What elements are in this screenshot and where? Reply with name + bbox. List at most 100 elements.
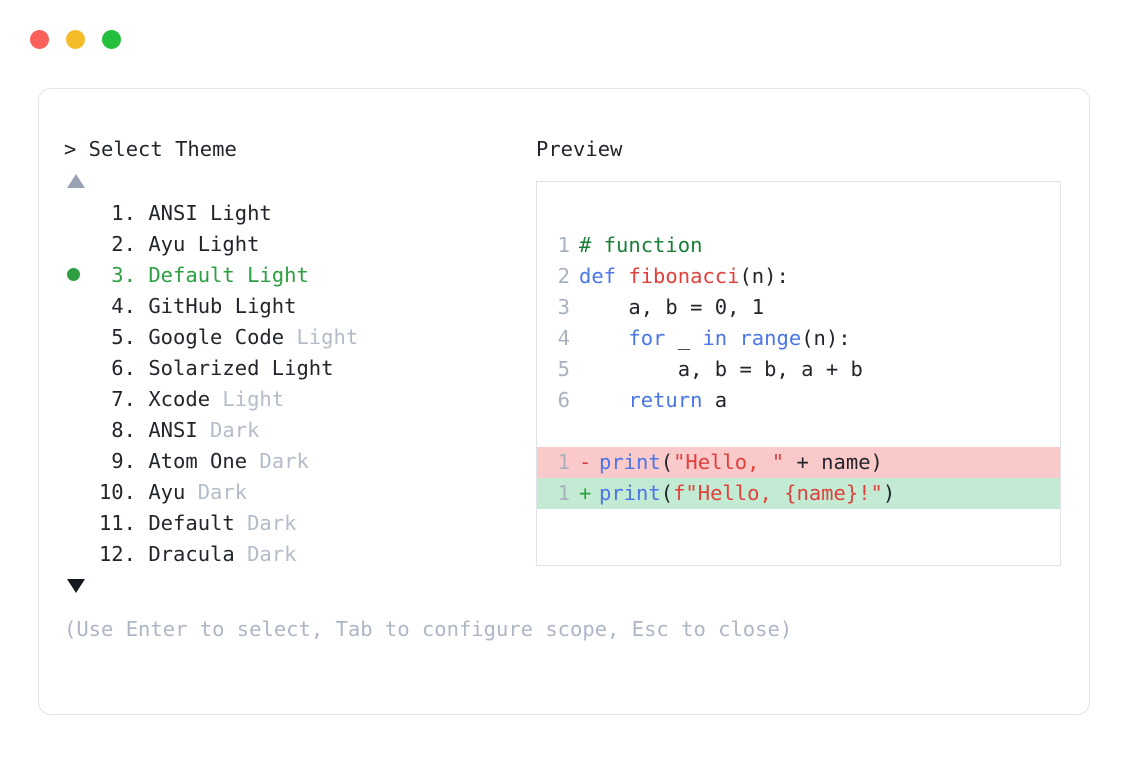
theme-list-item[interactable]: 2. Ayu Light <box>64 229 534 260</box>
code-line: 3 a, b = 0, 1 <box>537 292 1060 323</box>
code-line-number: 4 <box>557 326 570 350</box>
diff-sample: 1-print("Hello, " + name)1+print(f"Hello… <box>537 447 1060 509</box>
diff-line-text: print("Hello, " + name) <box>599 447 883 478</box>
theme-item-name: Default <box>148 511 235 535</box>
terminal-window: > Select Theme 1. ANSI Light 2. Ayu Ligh… <box>38 88 1090 715</box>
theme-item-variant: Light <box>222 294 297 318</box>
scroll-up-indicator[interactable] <box>64 165 534 196</box>
theme-item-variant: Dark <box>247 449 309 473</box>
code-token: for <box>628 326 666 350</box>
theme-item-number: 5. <box>98 325 136 349</box>
theme-item-number: 4. <box>98 294 136 318</box>
scroll-down-indicator[interactable] <box>64 570 534 601</box>
theme-item-gap <box>136 198 148 229</box>
theme-item-name: Xcode <box>148 387 211 411</box>
diff-line-text: print(f"Hello, {name}!") <box>599 478 895 509</box>
code-line: 6 return a <box>537 385 1060 416</box>
theme-list-item[interactable]: 11. Default Dark <box>64 508 534 539</box>
code-token: print <box>599 481 661 505</box>
code-token: + name) <box>784 450 883 474</box>
theme-list-item[interactable]: 12. Dracula Dark <box>64 539 534 570</box>
code-line-text: for _ in range(n): <box>579 323 851 354</box>
minimize-window-button[interactable] <box>66 30 85 49</box>
theme-list-item[interactable]: 6. Solarized Light <box>64 353 534 384</box>
select-theme-prompt: > Select Theme <box>64 137 237 161</box>
theme-item-variant: Light <box>284 325 359 349</box>
theme-item-number: 9. <box>98 449 136 473</box>
code-line-text: def fibonacci(n): <box>579 261 789 292</box>
theme-item-variant: Dark <box>234 511 297 535</box>
theme-list: 1. ANSI Light 2. Ayu Light 3. Default Li… <box>64 198 534 570</box>
code-line: 2 def fibonacci(n): <box>537 261 1060 292</box>
theme-item-gap <box>136 539 148 570</box>
code-line: 5 a, b = b, a + b <box>537 354 1060 385</box>
theme-list-item[interactable]: 9. Atom One Dark <box>64 446 534 477</box>
window-titlebar <box>30 30 121 49</box>
code-token: ( <box>660 481 674 505</box>
theme-item-variant: Light <box>210 387 285 411</box>
theme-item-variant: Dark <box>234 542 297 566</box>
code-line-number: 6 <box>557 388 570 412</box>
theme-item-gap <box>136 415 148 446</box>
diff-marker: - <box>579 450 592 474</box>
theme-item-number: 12. <box>98 542 136 566</box>
code-token: fibonacci <box>628 264 740 288</box>
theme-item-number: 11. <box>98 511 136 535</box>
code-line-text: a, b = b, a + b <box>579 354 863 385</box>
theme-item-gap <box>136 384 148 415</box>
theme-item-name: Dracula <box>148 542 235 566</box>
code-line-number: 5 <box>557 357 570 381</box>
theme-item-name: Google Code <box>148 325 285 349</box>
code-token: 0 <box>714 295 728 319</box>
maximize-window-button[interactable] <box>102 30 121 49</box>
theme-item-name: Ayu <box>148 232 186 256</box>
code-token: (n): <box>739 264 789 288</box>
theme-list-item[interactable]: 8. ANSI Dark <box>64 415 534 446</box>
diff-line-add: 1+print(f"Hello, {name}!") <box>537 478 1060 509</box>
theme-list-item[interactable]: 1. ANSI Light <box>64 198 534 229</box>
theme-list-item[interactable]: 5. Google Code Light <box>64 322 534 353</box>
theme-item-name: Ayu <box>148 480 186 504</box>
theme-item-number: 1. <box>98 201 136 225</box>
code-line-text: a, b = 0, 1 <box>579 292 764 323</box>
diff-line-del: 1-print("Hello, " + name) <box>537 447 1060 478</box>
theme-item-gap <box>136 260 148 291</box>
theme-item-name: ANSI <box>148 418 198 442</box>
theme-item-gap <box>136 477 148 508</box>
triangle-up-icon <box>67 174 85 188</box>
theme-list-item[interactable]: 4. GitHub Light <box>64 291 534 322</box>
keyboard-hint: (Use Enter to select, Tab to configure s… <box>64 617 793 641</box>
code-token: def <box>579 264 629 288</box>
theme-item-gap <box>136 229 148 260</box>
close-window-button[interactable] <box>30 30 49 49</box>
code-token: "Hello, " <box>673 450 785 474</box>
code-token: ( <box>660 450 674 474</box>
theme-item-variant: Light <box>197 201 272 225</box>
theme-item-number: 8. <box>98 418 136 442</box>
theme-list-item[interactable]: 7. Xcode Light <box>64 384 534 415</box>
theme-list-item[interactable]: 10. Ayu Dark <box>64 477 534 508</box>
theme-item-number: 6. <box>98 356 136 380</box>
code-line: 4 for _ in range(n): <box>537 323 1060 354</box>
theme-item-gap <box>136 508 148 539</box>
code-token: _ <box>665 326 703 350</box>
theme-item-number: 7. <box>98 387 136 411</box>
code-token: # function <box>579 233 703 257</box>
theme-item-number: 10. <box>98 480 136 504</box>
selected-bullet-icon <box>67 268 80 281</box>
code-line-number: 2 <box>557 264 570 288</box>
theme-item-gap <box>136 291 148 322</box>
code-line: 1# function <box>537 230 1060 261</box>
theme-item-name: Solarized <box>148 356 260 380</box>
theme-list-item[interactable]: 3. Default Light <box>64 260 534 291</box>
theme-item-name: Default <box>148 263 235 287</box>
code-token: print <box>599 450 661 474</box>
code-token: a, b = b, a + b <box>579 357 863 381</box>
theme-item-variant: Dark <box>197 418 260 442</box>
code-token: (n): <box>801 326 851 350</box>
theme-item-number: 3. <box>98 263 136 287</box>
code-token <box>579 388 628 412</box>
code-line-number: 3 <box>557 295 570 319</box>
